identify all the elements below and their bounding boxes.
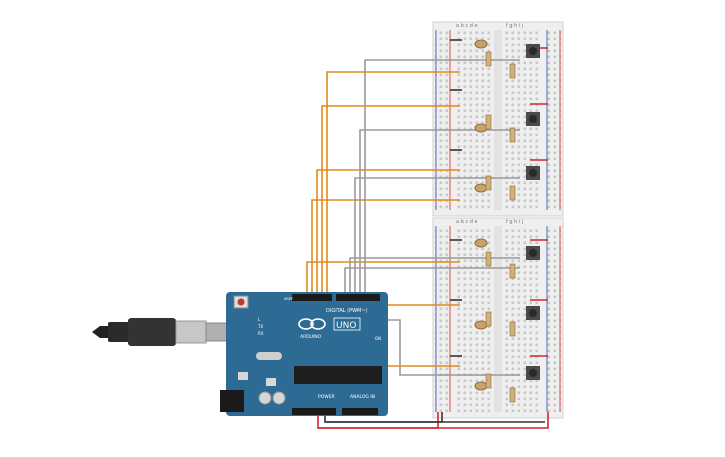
model-text: UNO: [336, 321, 356, 331]
pin-l: L: [258, 317, 261, 322]
resistor-4[interactable]: [509, 127, 516, 143]
bb-bottom-letters-left: a b c d e: [456, 219, 478, 225]
wire-orange-3[interactable]: [316, 169, 460, 300]
wire-orange-1[interactable]: [326, 71, 460, 300]
brand-text: ARDUINO: [300, 334, 322, 340]
wire-gray-2[interactable]: [359, 129, 520, 300]
resistor-9[interactable]: [485, 311, 492, 327]
resistor-8[interactable]: [509, 263, 516, 279]
atmega-chip: [294, 366, 382, 384]
pushbutton-4[interactable]: [526, 246, 540, 260]
pushbutton-3[interactable]: [526, 166, 540, 180]
resistor-2[interactable]: [509, 63, 516, 79]
power-label: POWER: [318, 394, 335, 400]
resistor-3[interactable]: [485, 114, 492, 130]
wire-gray-1[interactable]: [364, 59, 520, 300]
capacitor-2: [272, 391, 286, 405]
led-6[interactable]: [474, 381, 488, 391]
bb-bottom-letters-right: f g h i j: [506, 219, 523, 225]
analog-header[interactable]: [342, 408, 378, 415]
wire-orange-2[interactable]: [321, 105, 460, 300]
pin-tx: TX: [257, 324, 263, 329]
pin-rx: RX: [258, 331, 264, 336]
pushbutton-6[interactable]: [526, 366, 540, 380]
led-group: [474, 39, 488, 391]
pin-aref: AREF: [284, 297, 293, 301]
led-2[interactable]: [474, 123, 488, 133]
led-4[interactable]: [474, 238, 488, 248]
analog-label: ANALOG IN: [350, 394, 375, 400]
pushbutton-5[interactable]: [526, 306, 540, 320]
usb-connector: [175, 320, 207, 344]
resistor-10[interactable]: [509, 321, 516, 337]
pin-on: ON: [375, 336, 381, 341]
wire-gray-6[interactable]: [378, 319, 520, 376]
power-header[interactable]: [292, 408, 336, 415]
pushbutton-group: [526, 44, 540, 380]
usb-cable-boot: [108, 322, 130, 342]
barrel-jack: [220, 390, 244, 412]
wire-gray-4[interactable]: [349, 257, 520, 300]
usb-cable[interactable]: [92, 318, 229, 346]
led-5[interactable]: [474, 320, 488, 330]
digital-label: DIGITAL (PWM~): [326, 308, 368, 314]
pushbutton-2[interactable]: [526, 112, 540, 126]
resistor-6[interactable]: [509, 185, 516, 201]
crystal: [256, 352, 282, 360]
led-3[interactable]: [474, 183, 488, 193]
digital-header-2[interactable]: [336, 294, 380, 301]
wire-orange-5[interactable]: [306, 261, 460, 300]
usb-cable-body: [128, 318, 176, 346]
bb-top-letters-right: f g h i j: [506, 23, 523, 29]
resistor-12[interactable]: [509, 387, 516, 403]
arduino-logo: [298, 318, 326, 330]
breadboard-bottom: a b c d e f g h i j: [432, 217, 564, 419]
capacitor-1: [258, 391, 272, 405]
bb-top-letters-left: a b c d e: [456, 23, 478, 29]
rail-jumpers: [450, 39, 548, 357]
resistor-11[interactable]: [485, 373, 492, 389]
usb-plug-tip: [92, 326, 110, 338]
resistor-group: [485, 51, 516, 403]
wire-red-5v-2[interactable]: [318, 412, 549, 429]
resistor-1[interactable]: [485, 51, 492, 67]
digital-header-1[interactable]: [292, 294, 332, 301]
pushbutton-1[interactable]: [526, 44, 540, 58]
led-1[interactable]: [474, 39, 488, 49]
wire-gray-5[interactable]: [344, 267, 520, 300]
wire-gray-3[interactable]: [354, 177, 520, 300]
wire-orange-4[interactable]: [311, 199, 460, 300]
resistor-5[interactable]: [485, 175, 492, 191]
breadboard-top: a b c d e f g h i j: [432, 21, 564, 217]
resistor-7[interactable]: [485, 251, 492, 267]
arduino-uno-board[interactable]: DIGITAL (PWM~) POWER ANALOG IN AREF TX R…: [220, 292, 388, 416]
